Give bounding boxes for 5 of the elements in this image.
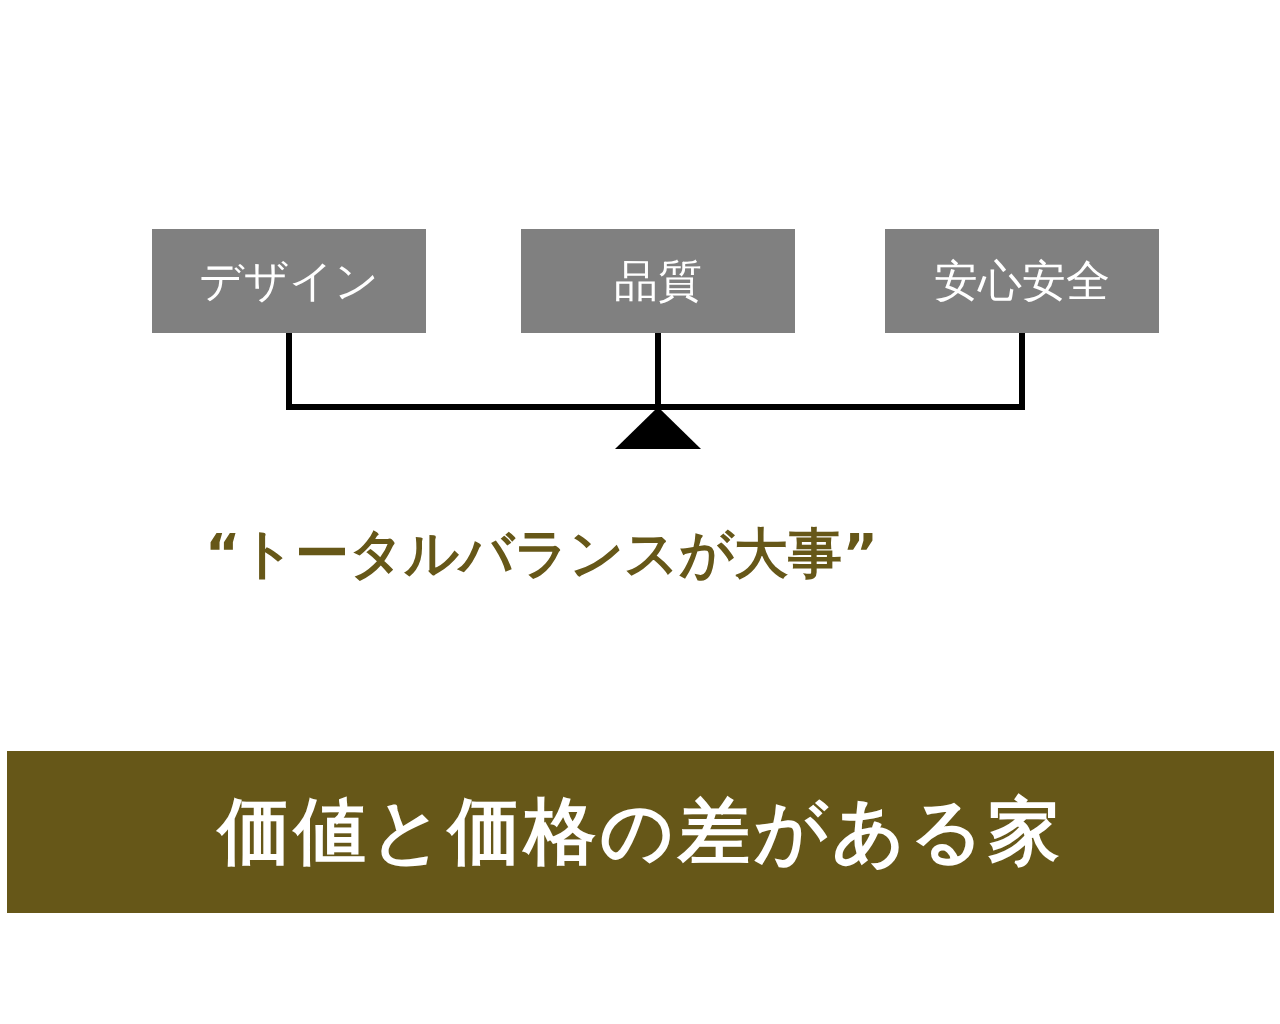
label-box: 品質: [521, 229, 795, 333]
slogan-text: “トータルバランスが大事”: [205, 521, 878, 587]
label-box: デザイン: [152, 229, 426, 333]
label-box: 安心安全: [885, 229, 1159, 333]
banner-band: 価値と価格の差がある家: [7, 751, 1274, 913]
